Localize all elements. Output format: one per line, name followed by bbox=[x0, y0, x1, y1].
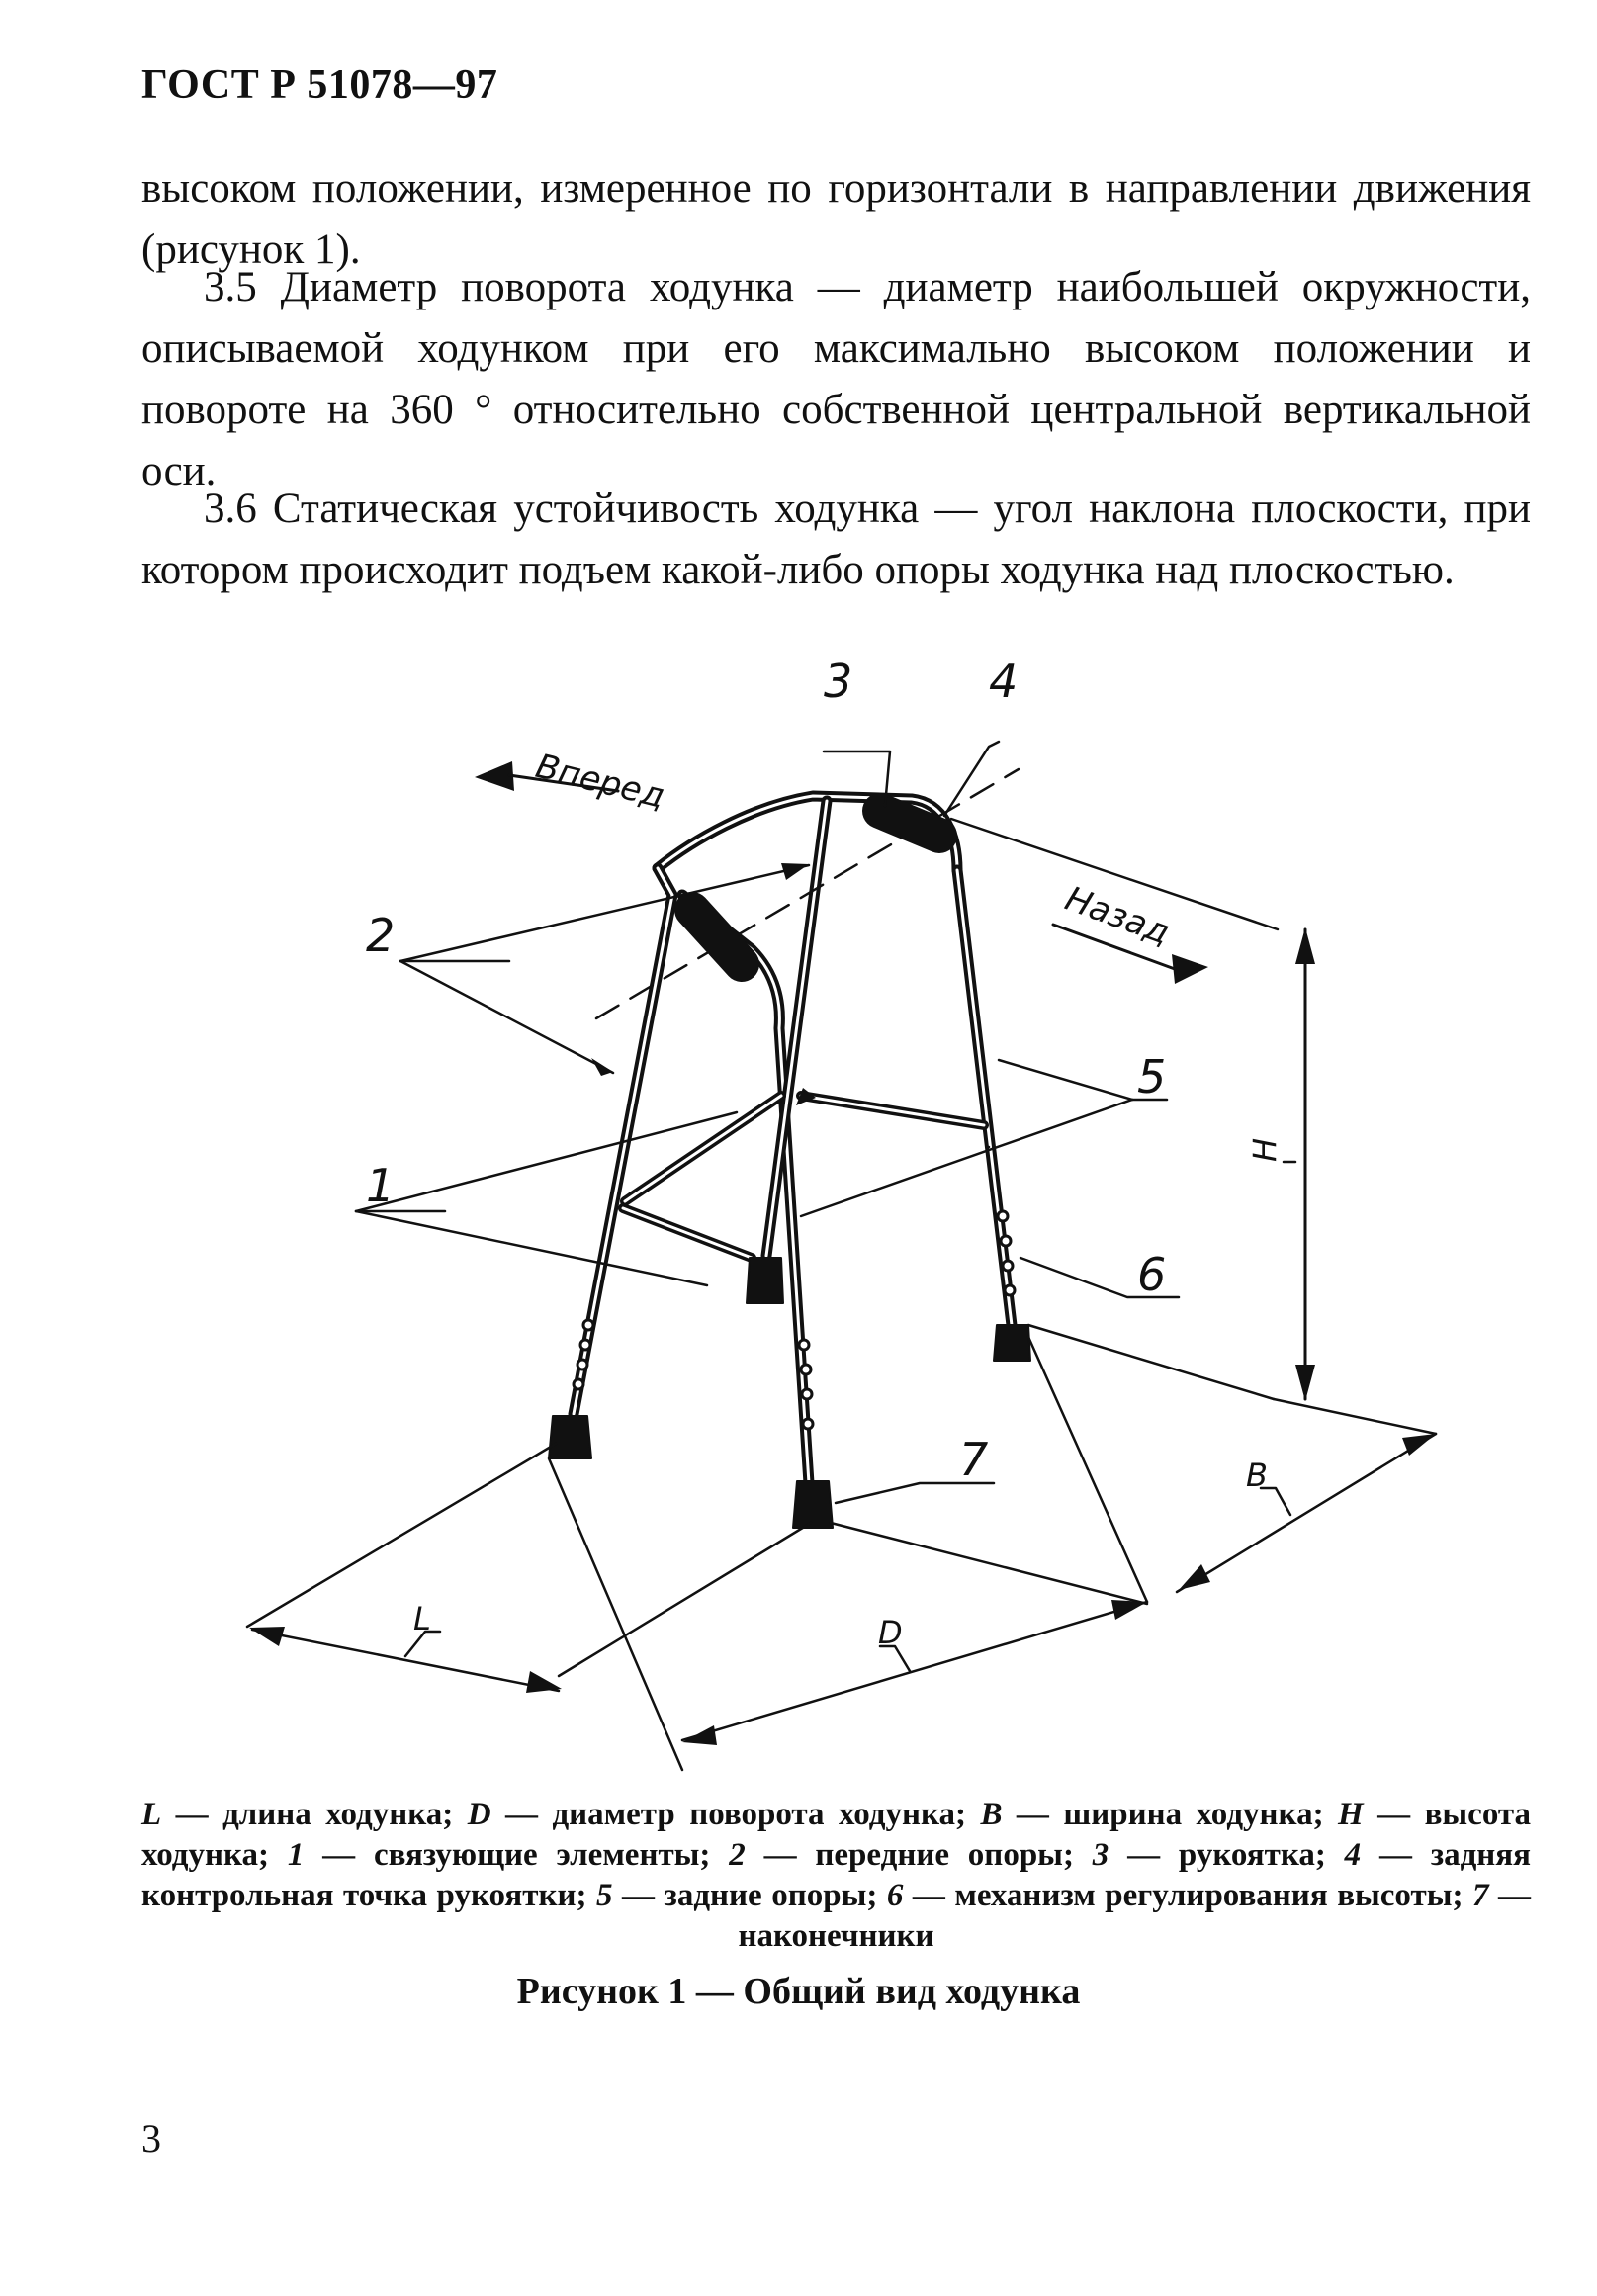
dim-label-B: B bbox=[1246, 1457, 1268, 1494]
label-2: 2 bbox=[366, 909, 395, 962]
arrowheads bbox=[249, 761, 1436, 1745]
label-forward: Вперед bbox=[532, 747, 668, 817]
label-7: 7 bbox=[959, 1433, 988, 1486]
clause-3-6: 3.6 Статическая устойчивость ходунка — у… bbox=[141, 479, 1531, 601]
legend-entry: 3 — рукоятка; bbox=[1092, 1837, 1345, 1873]
document-header: ГОСТ Р 51078—97 bbox=[141, 62, 498, 108]
paragraph-text: 3.6 Статическая устойчивость ходунка — у… bbox=[141, 486, 1531, 593]
label-6: 6 bbox=[1137, 1248, 1166, 1301]
body-paragraph-continuation: высоком положении, измеренное по горизон… bbox=[141, 158, 1531, 281]
clause-3-5: 3.5 Диаметр поворота ходунка — диаметр н… bbox=[141, 257, 1531, 502]
paragraph-text: 3.5 Диаметр поворота ходунка — диаметр н… bbox=[141, 264, 1531, 494]
leg-tips bbox=[548, 1257, 1031, 1529]
legend-entry: 6 — механизм регулирования высоты; bbox=[886, 1878, 1472, 1913]
legend-entry: 5 — задние опоры; bbox=[596, 1878, 887, 1913]
legend-entry: B — ширина ходунка; bbox=[980, 1797, 1339, 1832]
figure-caption: Рисунок 1 — Общий вид ходунка bbox=[516, 1971, 1081, 2012]
label-1: 1 bbox=[366, 1159, 395, 1212]
page-number: 3 bbox=[141, 2116, 161, 2161]
label-4: 4 bbox=[989, 655, 1018, 708]
legend-entry: 2 — передние опоры; bbox=[729, 1837, 1093, 1873]
legend-entry: H — высота ходунка; bbox=[141, 1797, 1531, 1873]
paragraph-text: высоком положении, измеренное по горизон… bbox=[141, 165, 1531, 273]
legend-entry: 4 — задняя контрольная точка рукоятки; bbox=[141, 1837, 1531, 1913]
figure-legend: L — длина ходунка; D — диаметр поворота … bbox=[141, 1795, 1531, 1957]
label-3: 3 bbox=[824, 655, 852, 708]
label-5: 5 bbox=[1137, 1050, 1166, 1104]
legend-entry: L — длина ходунка; bbox=[141, 1797, 468, 1832]
rear-grip bbox=[862, 793, 957, 853]
dim-label-H: H bbox=[1246, 1138, 1284, 1162]
leader-lines bbox=[245, 740, 1438, 1772]
legend-entry: 7 — наконечники bbox=[738, 1878, 1532, 1954]
label-backward: Назад bbox=[1060, 879, 1175, 953]
dim-label-D: D bbox=[878, 1614, 903, 1651]
height-adjust-holes bbox=[572, 1209, 1017, 1431]
legend-entry: 1 — связующие элементы; bbox=[287, 1837, 730, 1873]
legend-entry: D — диаметр поворота ходунка; bbox=[467, 1797, 981, 1832]
dim-label-L: L bbox=[413, 1600, 431, 1637]
front-grip bbox=[674, 892, 759, 982]
